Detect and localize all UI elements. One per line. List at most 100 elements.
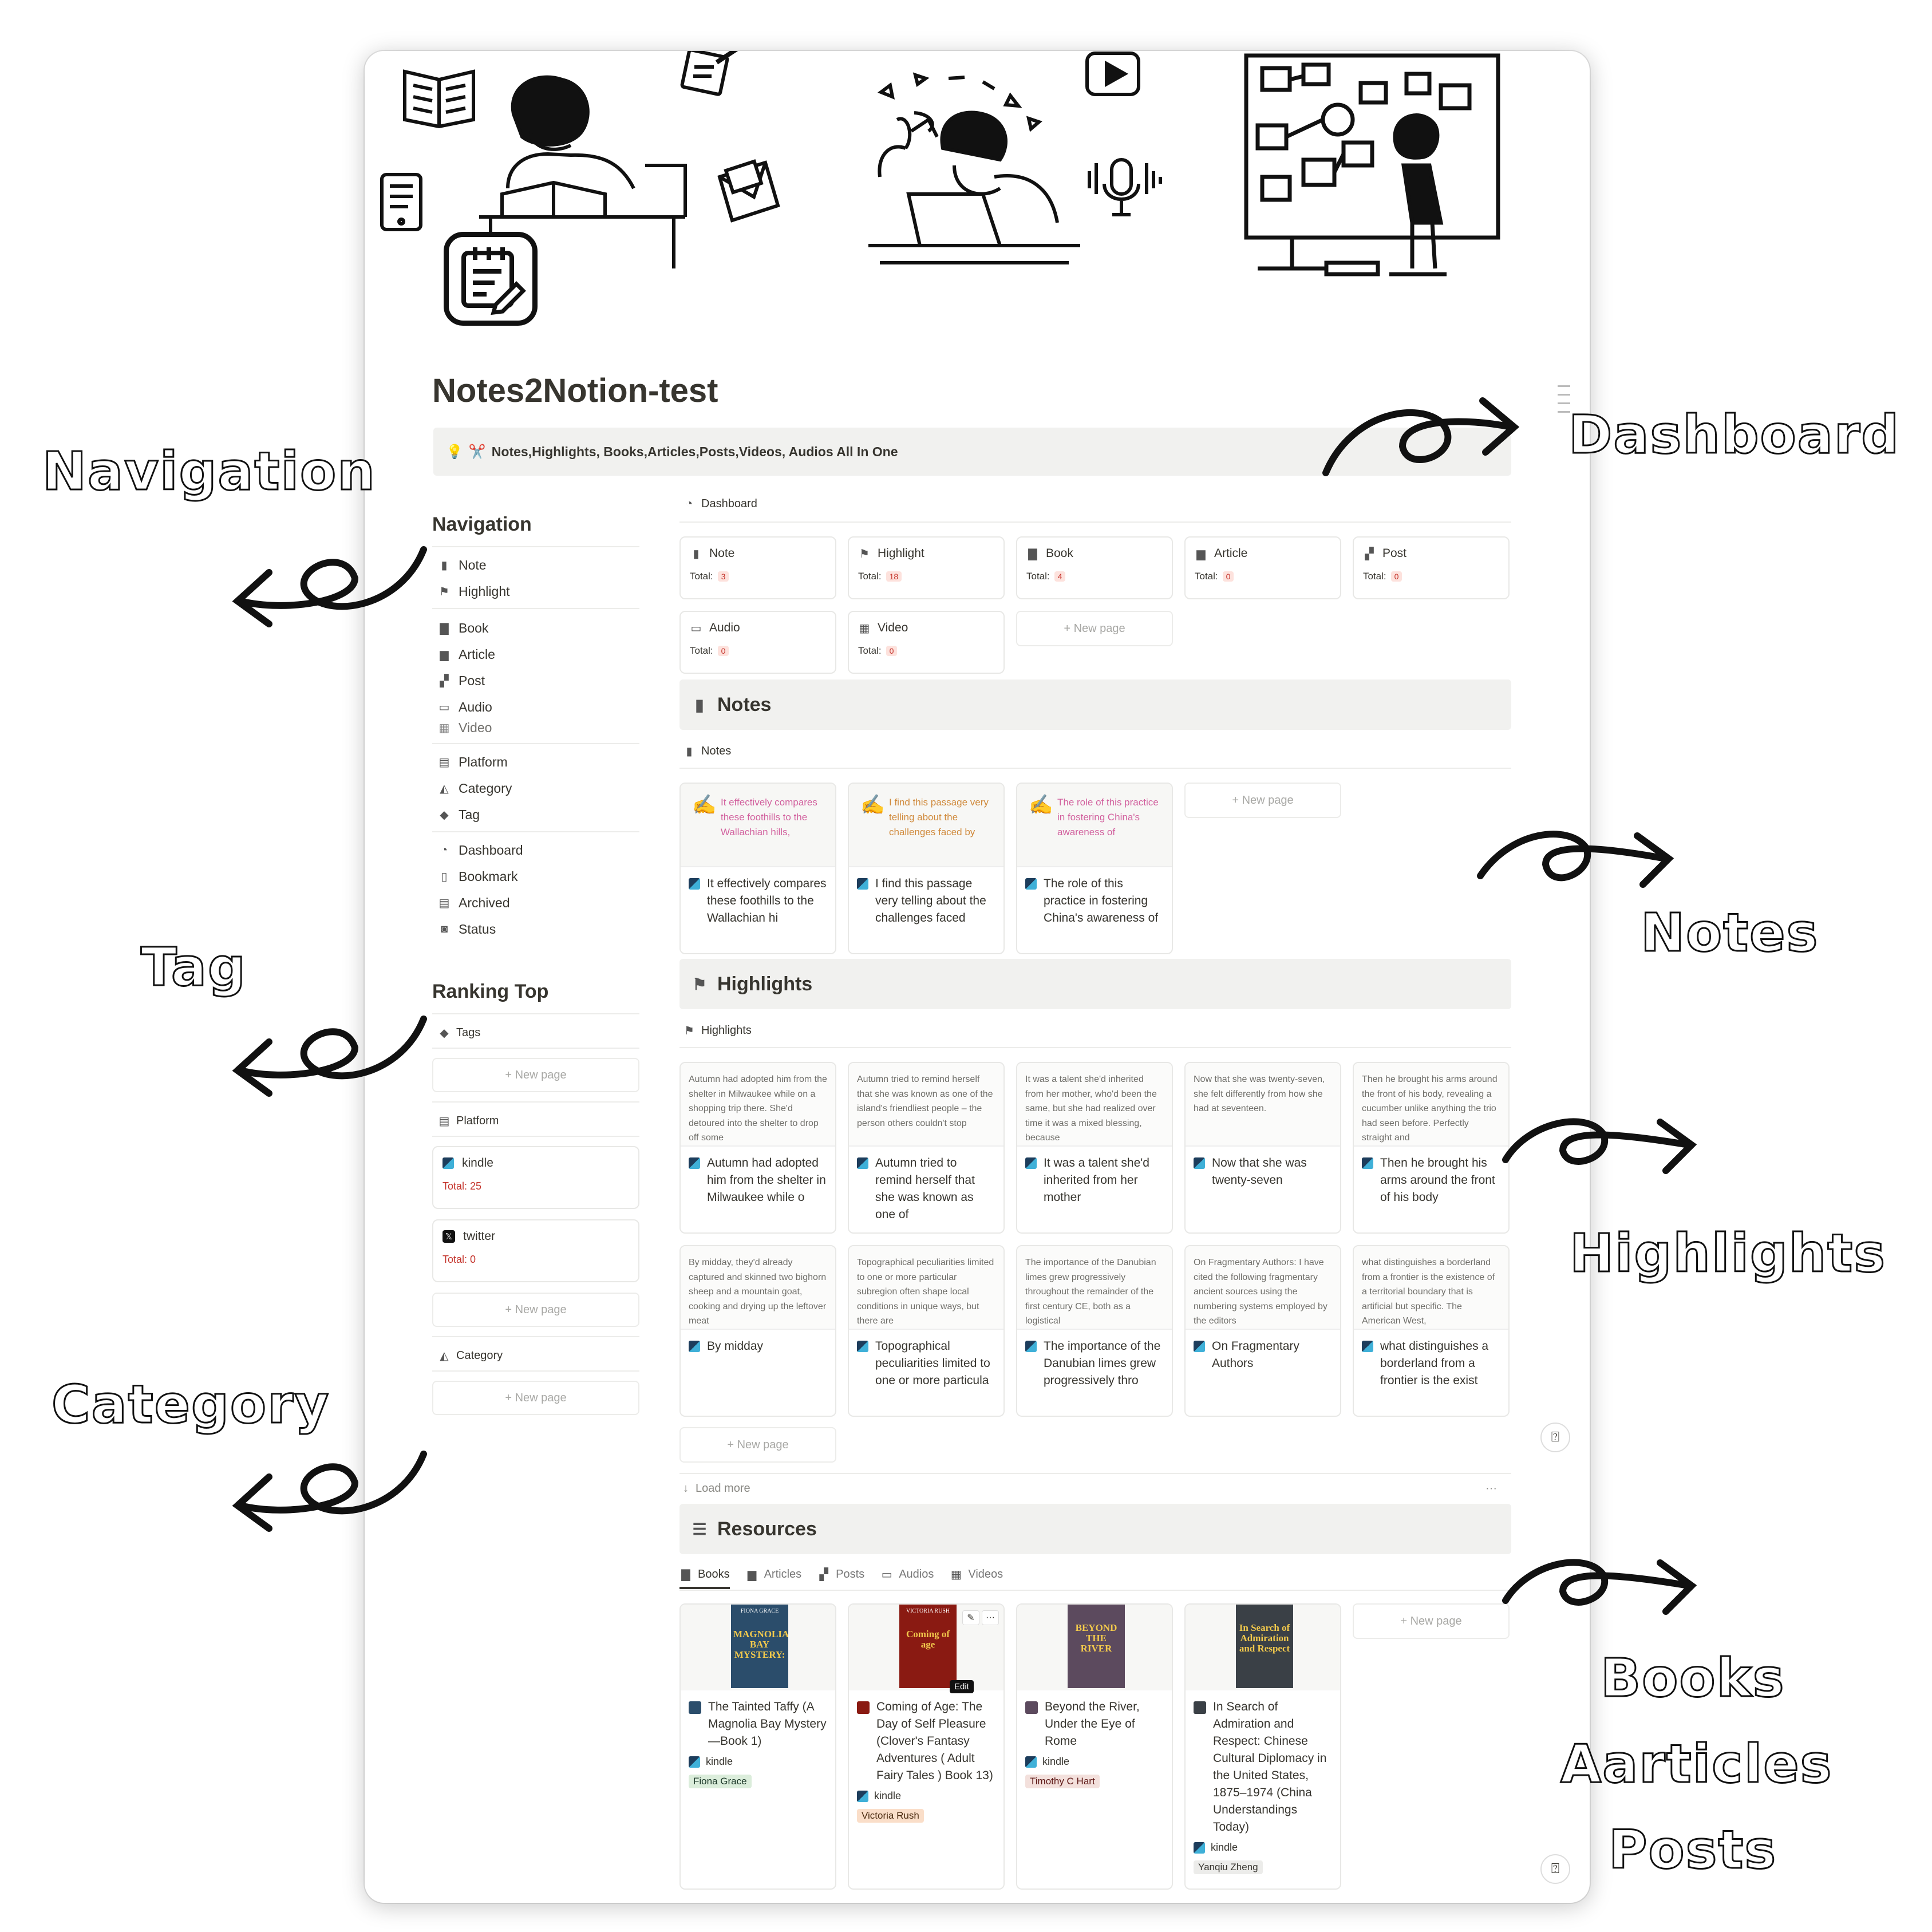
kindle-icon — [689, 1157, 700, 1169]
page-title[interactable]: Notes2Notion-test — [432, 372, 718, 409]
nav-item-note[interactable]: ▮Note — [432, 552, 639, 578]
note-card[interactable]: ✍The role of this practice in fostering … — [1016, 783, 1173, 954]
category-view-label[interactable]: ◭Category — [432, 1344, 639, 1367]
post-icon: ▞ — [1365, 547, 1374, 560]
dashboard-new-page-button[interactable]: + New page — [1016, 611, 1173, 646]
writing-hand-icon: ✍ — [692, 794, 717, 816]
annotation-tag: Tag — [140, 936, 247, 999]
highlights-section-header: ⚑Highlights — [679, 959, 1511, 1009]
book-title: The Tainted Taffy (A Magnolia Bay Myster… — [708, 1700, 827, 1748]
highlight-card[interactable]: By midday, they'd already captured and s… — [679, 1245, 836, 1417]
nav-item-platform[interactable]: ▤Platform — [438, 754, 508, 769]
dashboard-view-label[interactable]: ◔Dashboard — [683, 497, 757, 511]
edit-icon[interactable]: ✎ — [962, 1610, 979, 1625]
outline-indicator[interactable] — [1558, 385, 1570, 420]
book-title: Beyond the River, Under the Eye of Rome — [1045, 1700, 1140, 1748]
kindle-icon — [442, 1157, 454, 1169]
highlight-title: Then he brought his arms around the fron… — [1380, 1156, 1495, 1204]
news-envelope-doodle — [717, 159, 780, 223]
highlights-view-label[interactable]: ⚑Highlights — [683, 1024, 752, 1037]
annotation-articles: Aarticles — [1559, 1733, 1833, 1796]
video-icon: ▦ — [438, 721, 450, 734]
nav-item-category[interactable]: ◭Category — [432, 775, 639, 801]
nav-item-highlight[interactable]: ⚑Highlight — [432, 578, 639, 605]
tags-new-page-button[interactable]: + New page — [432, 1058, 639, 1092]
highlight-card[interactable]: Autumn tried to remind herself that she … — [848, 1062, 1005, 1234]
more-options-button[interactable]: ··· — [1485, 1482, 1497, 1495]
nav-item-tag[interactable]: ◆Tag — [432, 801, 639, 828]
nav-item-video[interactable]: ▦Video — [438, 720, 492, 735]
kindle-icon — [1362, 1157, 1373, 1169]
x-twitter-icon: 𝕏 — [442, 1230, 455, 1243]
tab-audios[interactable]: ▭Audios — [881, 1568, 934, 1581]
note-card[interactable]: ✍I find this passage very telling about … — [848, 783, 1005, 954]
whiteboard-doodle — [1244, 53, 1500, 271]
tab-posts[interactable]: ▞Posts — [817, 1568, 864, 1589]
highlights-new-page-button[interactable]: + New page — [679, 1427, 836, 1463]
nav-item-bookmark[interactable]: ▯Bookmark — [432, 863, 639, 890]
platform-view-label[interactable]: ▤Platform — [438, 1114, 499, 1128]
flag-icon: ⚑ — [859, 547, 870, 560]
count-badge: 18 — [886, 571, 902, 582]
annotation-posts: Posts — [1607, 1819, 1777, 1882]
notes-view-label[interactable]: ▮Notes — [683, 745, 731, 758]
highlight-card[interactable]: Topographical peculiarities limited to o… — [848, 1245, 1005, 1417]
kindle-icon — [1025, 878, 1037, 890]
nav-item-article[interactable]: ▆Article — [432, 641, 639, 667]
nav-item-dashboard[interactable]: ◔Dashboard — [432, 837, 639, 863]
arrow-dashboard — [1322, 397, 1520, 476]
category-new-page-button[interactable]: + New page — [432, 1381, 639, 1415]
author-tag: Timothy C Hart — [1025, 1775, 1100, 1788]
audio-icon: ▭ — [881, 1568, 892, 1581]
tab-books[interactable]: ▇Books — [679, 1568, 730, 1589]
highlight-card[interactable]: The importance of the Danubian limes gre… — [1016, 1245, 1173, 1417]
highlight-card[interactable]: Autumn had adopted him from the shelter … — [679, 1062, 836, 1234]
tags-view-label[interactable]: ◆Tags — [432, 1021, 639, 1044]
author-tag: Fiona Grace — [689, 1775, 752, 1788]
highlight-card[interactable]: Now that she was twenty-seven, she felt … — [1184, 1062, 1341, 1234]
books-new-page-button[interactable]: + New page — [1353, 1603, 1510, 1639]
more-icon[interactable]: ··· — [982, 1610, 999, 1625]
ai-assistant-icon[interactable]: ⍰ — [1540, 1423, 1570, 1452]
nav-item-book[interactable]: ▇Book — [432, 615, 639, 641]
nav-item-audio[interactable]: ▭Audio — [438, 699, 492, 714]
highlight-card[interactable]: On Fragmentary Authors: I have cited the… — [1184, 1245, 1341, 1417]
platform-total: Total: 25 — [442, 1180, 482, 1192]
highlight-preview: Then he brought his arms around the fron… — [1354, 1063, 1508, 1147]
note-card[interactable]: ✍It effectively compares these foothills… — [679, 783, 836, 954]
page-icon-notepad[interactable] — [444, 232, 538, 326]
ai-assistant-icon[interactable]: ⍰ — [1540, 1854, 1570, 1884]
kindle-icon — [1194, 1341, 1205, 1352]
bookmark-icon: ▮ — [695, 696, 704, 714]
highlight-title: Now that she was twenty-seven — [1212, 1156, 1307, 1187]
highlight-title: It was a talent she'd inherited from her… — [1044, 1156, 1149, 1204]
tab-articles[interactable]: ▆Articles — [746, 1568, 801, 1589]
kindle-icon — [689, 1341, 700, 1352]
dashboard-icon: ◔ — [685, 497, 693, 510]
tab-videos[interactable]: ▦Videos — [950, 1568, 1003, 1581]
book-icon: ▇ — [1028, 547, 1037, 560]
nav-item-archived[interactable]: ▤Archived — [438, 895, 510, 910]
highlight-title: Topographical peculiarities limited to o… — [875, 1340, 990, 1387]
platform-new-page-button[interactable]: + New page — [432, 1293, 639, 1327]
highlight-card[interactable]: Then he brought his arms around the fron… — [1353, 1062, 1510, 1234]
nav-item-status[interactable]: ◙Status — [432, 916, 639, 942]
nav-item-post[interactable]: ▞Post — [432, 667, 639, 694]
notes-new-page-button[interactable]: + New page — [1184, 783, 1341, 818]
load-more-button[interactable]: ↓Load more — [683, 1482, 750, 1495]
highlight-card[interactable]: It was a talent she'd inherited from her… — [1016, 1062, 1173, 1234]
platform-card-kindle[interactable]: kindle Total: 25 — [432, 1146, 639, 1209]
highlight-card[interactable]: what distinguishes a borderland from a f… — [1353, 1245, 1510, 1417]
